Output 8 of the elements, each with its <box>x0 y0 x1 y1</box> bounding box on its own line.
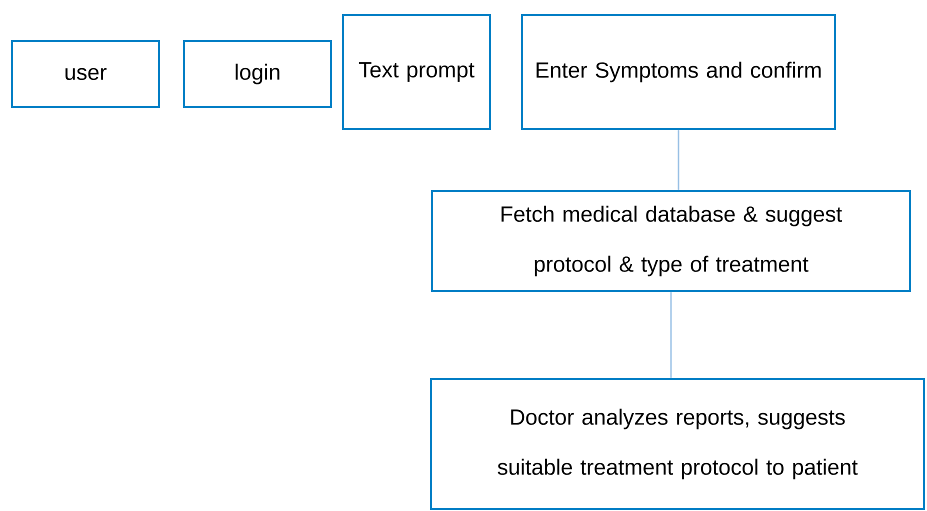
process-box: Fetch medical database & suggest protocol & type of treatment <box>431 190 911 292</box>
connector-line <box>678 130 680 190</box>
process-box: Enter Symptoms and confirm <box>521 14 836 130</box>
process-box: login <box>183 40 332 108</box>
process-box: user <box>11 40 160 108</box>
process-box: Text prompt <box>342 14 491 130</box>
connector-line <box>670 292 672 378</box>
process-box: Doctor analyzes reports, suggests suitable treatment protocol to patient <box>430 378 925 510</box>
